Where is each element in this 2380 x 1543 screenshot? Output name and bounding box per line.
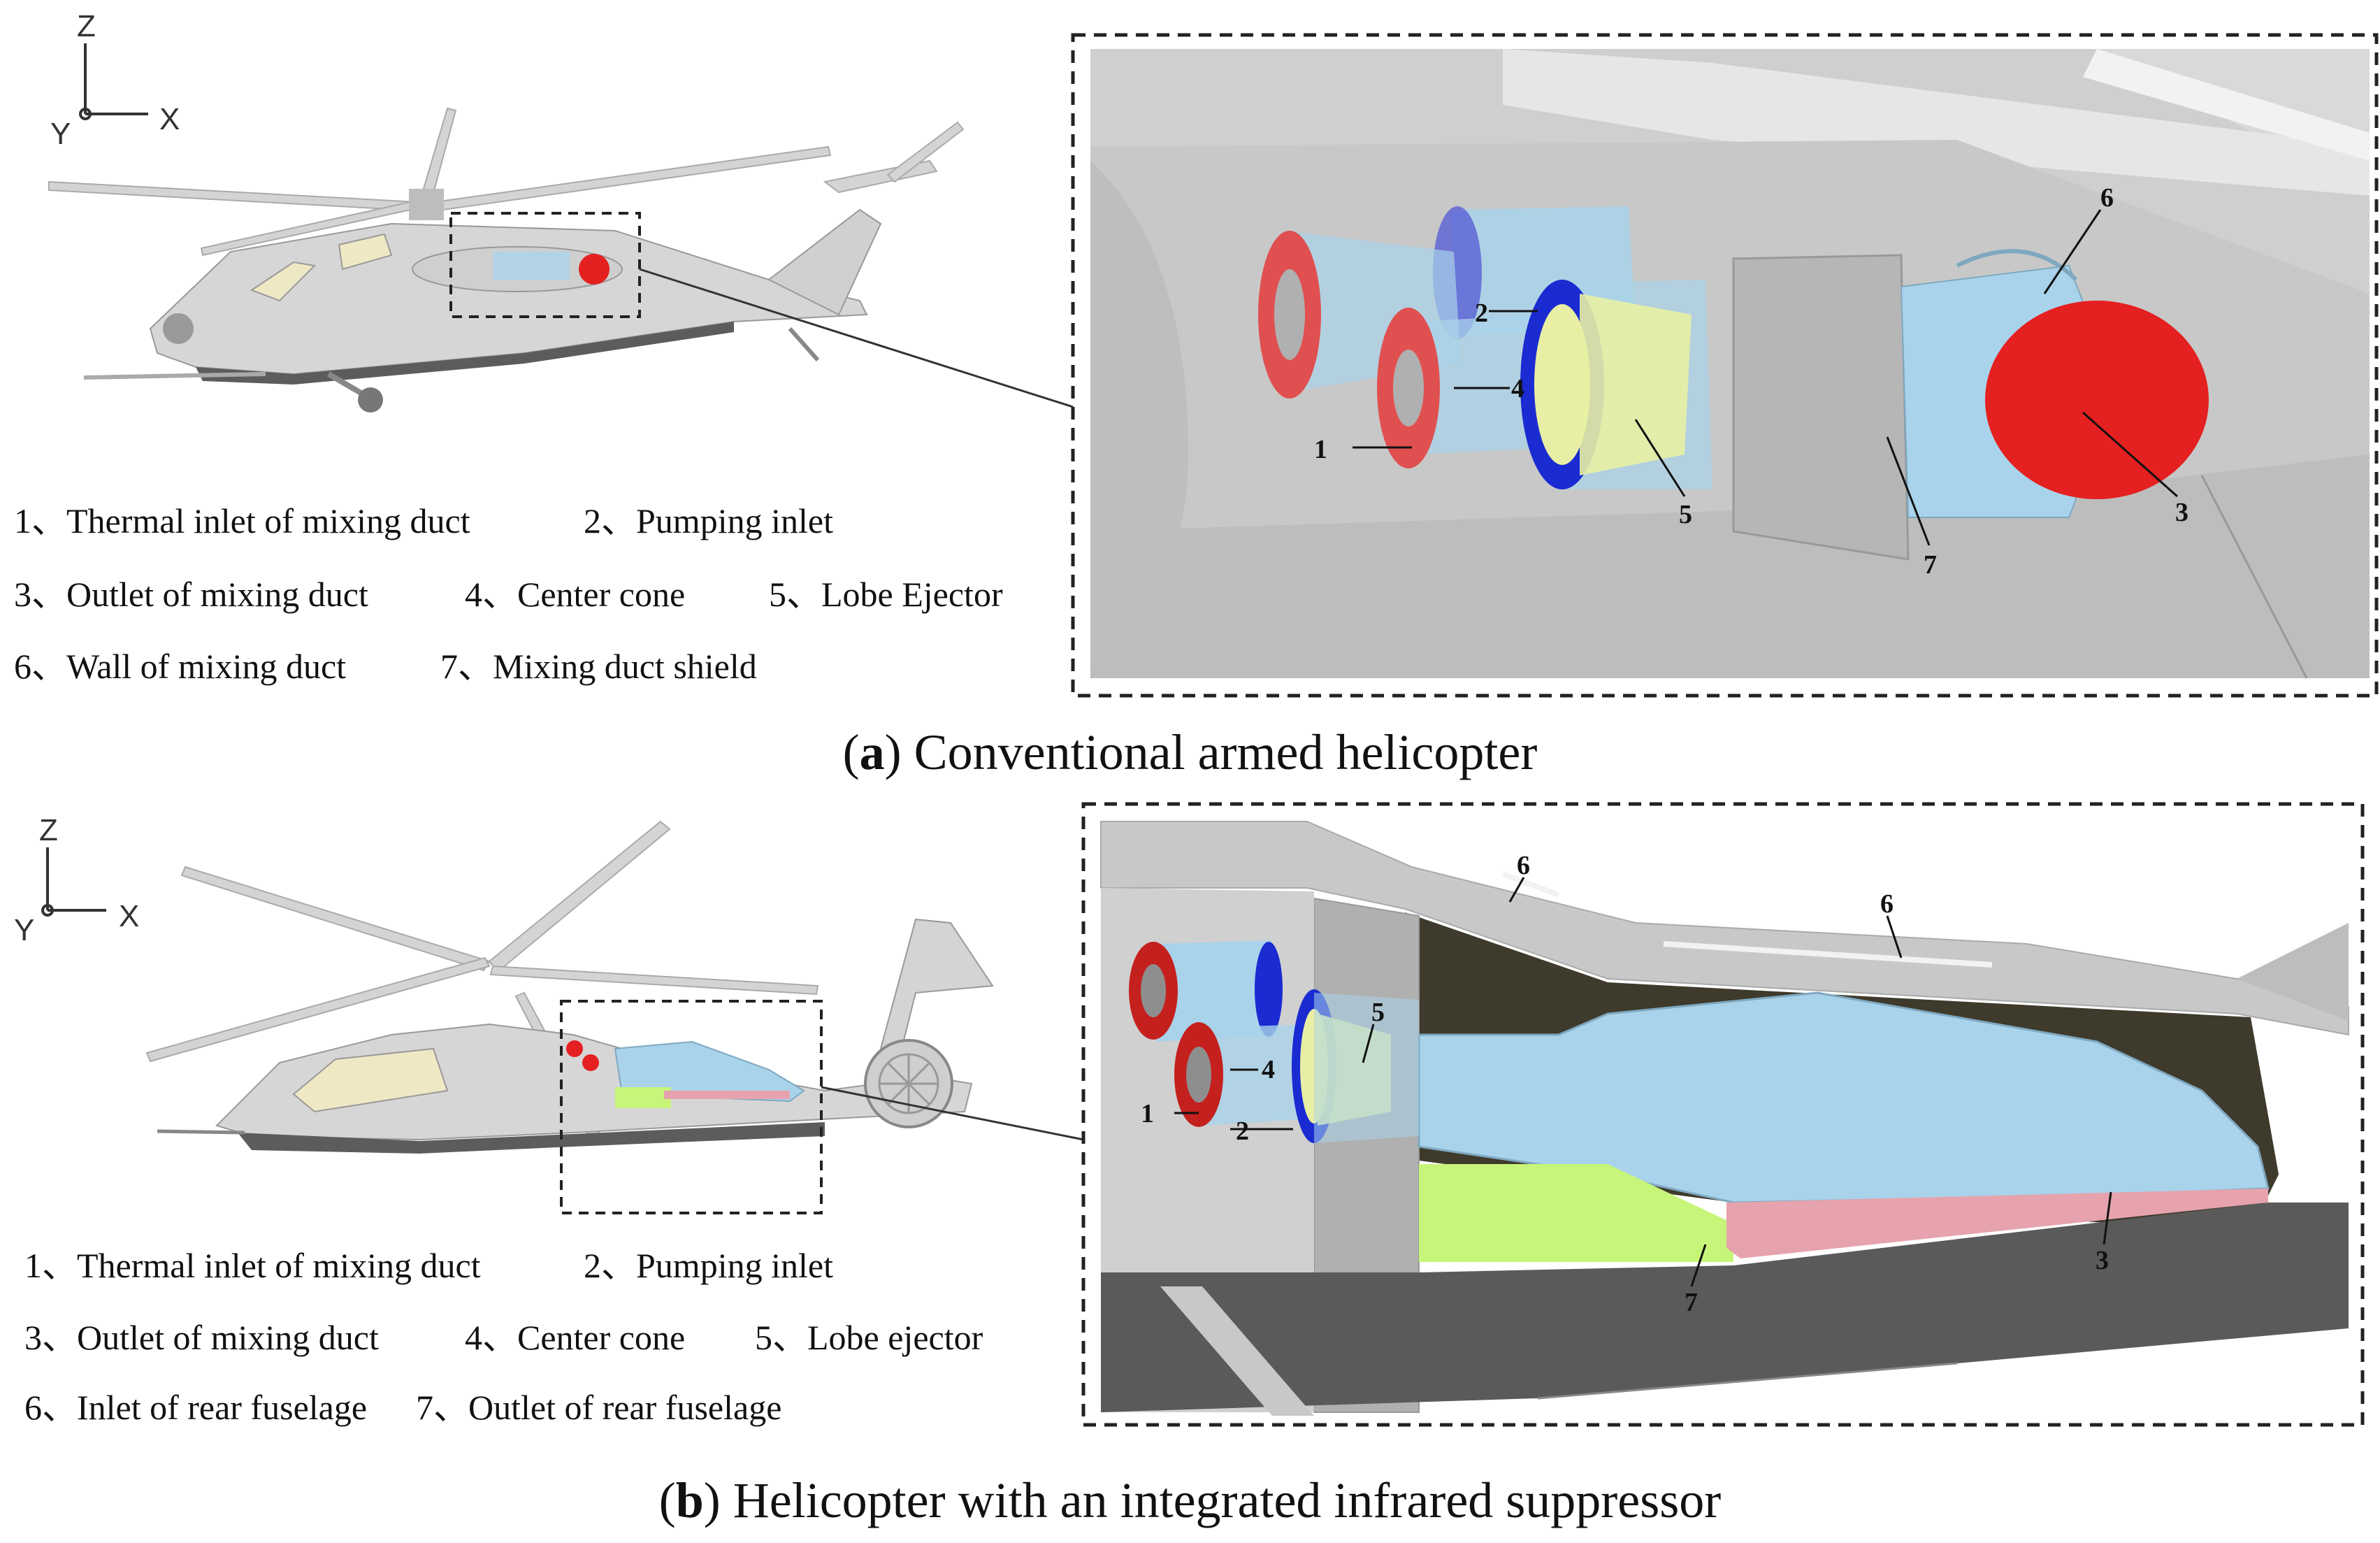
legend-a-item-5: 5、Lobe Ejector <box>769 575 1003 614</box>
helicopter-b-overview <box>145 820 994 1154</box>
detail-view-a: 1 2 3 4 5 6 7 <box>1071 33 2379 698</box>
legend-b-item-6: 6、Inlet of rear fuselage <box>24 1388 368 1427</box>
callout-b-5: 5 <box>1371 998 1385 1027</box>
legend-b-item-4: 4、Center cone <box>465 1318 686 1357</box>
axis-triad-a: Z X Y <box>50 9 180 151</box>
panel-a: Z X Y <box>14 9 2379 780</box>
legend-a-item-4: 4、Center cone <box>465 575 686 614</box>
callout-b-3: 3 <box>2096 1246 2109 1275</box>
legend-a-item-7: 7、Mixing duct shield <box>440 647 757 686</box>
axis-y-label: Y <box>50 117 71 151</box>
callout-a-4: 4 <box>1511 374 1524 403</box>
callout-b-1: 1 <box>1141 1099 1154 1128</box>
callout-b-2: 2 <box>1236 1117 1249 1146</box>
helicopter-a-overview <box>48 107 965 412</box>
caption-a-letter: a <box>859 724 885 780</box>
panel-a-figure: Z X Y <box>48 9 2379 698</box>
legend-b-item-5: 5、Lobe ejector <box>755 1318 983 1357</box>
legend-a-item-3: 3、Outlet of mixing duct <box>14 575 368 614</box>
callout-a-3: 3 <box>2175 498 2188 527</box>
axis-y-label-b: Y <box>14 913 34 947</box>
caption-a-text: Conventional armed helicopter <box>901 724 1538 780</box>
axis-triad-b: Z X Y <box>14 813 139 947</box>
callout-b-6b: 6 <box>1880 889 1894 919</box>
legend-b-item-7: 7、Outlet of rear fuselage <box>416 1388 782 1427</box>
panel-b-figure: Z X Y <box>14 802 2365 1427</box>
connector-line-b <box>821 1086 1084 1141</box>
caption-b-letter: b <box>675 1472 704 1528</box>
callout-b-7: 7 <box>1685 1288 1698 1317</box>
callout-a-6: 6 <box>2100 183 2114 213</box>
callout-b-4: 4 <box>1262 1055 1275 1084</box>
legend-b-item-1: 1、Thermal inlet of mixing duct <box>24 1246 481 1285</box>
callout-b-6a: 6 <box>1517 851 1530 880</box>
panel-b: Z X Y <box>0 783 2380 1543</box>
caption-b-text: Helicopter with an integrated infrared s… <box>720 1472 1722 1528</box>
detail-view-b: 1 2 3 4 5 6 6 7 <box>1081 802 2365 1427</box>
connector-line-a <box>639 268 1074 408</box>
legend-b-item-2: 2、Pumping inlet <box>584 1246 833 1285</box>
caption-a: (a) Conventional armed helicopter <box>842 724 1538 780</box>
axis-x-label: X <box>159 102 180 136</box>
legend-a-item-2: 2、Pumping inlet <box>584 501 833 540</box>
caption-b: (b) Helicopter with an integrated infrar… <box>658 1472 1722 1528</box>
axis-z-label: Z <box>77 9 96 43</box>
axis-z-label-b: Z <box>39 813 58 847</box>
callout-a-7: 7 <box>1924 550 1937 580</box>
legend-a-item-1: 1、Thermal inlet of mixing duct <box>14 501 470 540</box>
callout-a-1: 1 <box>1314 435 1327 464</box>
legend-b-item-3: 3、Outlet of mixing duct <box>24 1318 379 1357</box>
callout-a-5: 5 <box>1679 500 1692 529</box>
zoom-region-a <box>449 212 641 318</box>
callout-a-2: 2 <box>1475 299 1488 328</box>
legend-a-item-6: 6、Wall of mixing duct <box>14 647 347 686</box>
axis-x-label-b: X <box>119 899 139 933</box>
